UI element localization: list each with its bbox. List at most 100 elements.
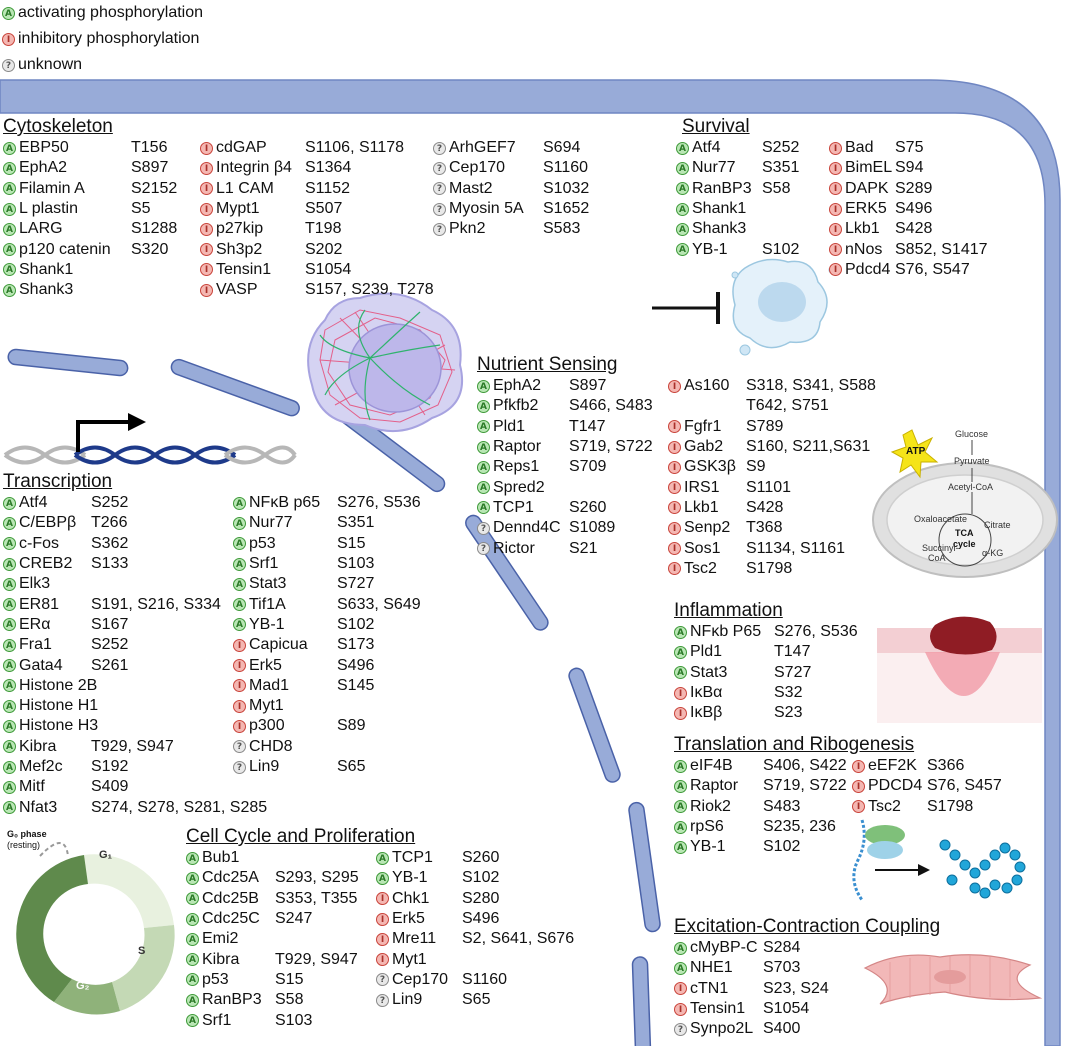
phospho-badge-icon: A bbox=[674, 840, 687, 854]
phospho-badge-icon: I bbox=[829, 161, 842, 175]
g2-label: G₂ bbox=[76, 980, 90, 992]
phospho-badge-icon: A bbox=[186, 892, 199, 906]
protein-name: p120 catenin bbox=[19, 240, 111, 258]
protein-name: Cep170 bbox=[392, 970, 449, 988]
protein-name: Histone H1 bbox=[19, 697, 99, 715]
phospho-sites: S76, S547 bbox=[895, 260, 970, 278]
protein-name: L plastin bbox=[19, 200, 78, 218]
legend-label: unknown bbox=[18, 56, 83, 73]
phospho-badge-icon: A bbox=[477, 460, 490, 474]
phospho-badge-icon: I bbox=[668, 481, 681, 495]
phospho-badge-icon: I bbox=[376, 932, 389, 946]
phospho-badge-icon: I bbox=[674, 686, 687, 700]
protein-name: Pkn2 bbox=[449, 220, 486, 238]
phospho-badge-icon: I bbox=[668, 521, 681, 535]
protein-name: Mad1 bbox=[249, 676, 290, 694]
phospho-sites: S23 bbox=[774, 704, 803, 722]
phospho-badge-icon: A bbox=[674, 800, 687, 814]
cycle-label: cycle bbox=[953, 539, 976, 549]
phospho-badge-icon: A bbox=[3, 222, 16, 236]
phospho-badge-icon: A bbox=[186, 851, 199, 865]
protein-name: Histone 2B bbox=[19, 676, 98, 694]
phospho-sites: S1798 bbox=[746, 559, 793, 577]
phospho-sites: S192 bbox=[91, 758, 129, 775]
protein-name: Sh3p2 bbox=[216, 240, 263, 258]
protein-name: RanBP3 bbox=[692, 179, 752, 197]
protein-name: Gata4 bbox=[19, 656, 63, 674]
phospho-sites: S202 bbox=[305, 240, 343, 258]
protein-name: NHE1 bbox=[690, 959, 733, 977]
protein-name: RanBP3 bbox=[202, 991, 262, 1009]
protein-name: Histone H3 bbox=[19, 717, 99, 735]
phospho-badge-icon: A bbox=[3, 740, 16, 754]
phospho-sites: S318, S341, S588 bbox=[746, 377, 876, 395]
m-label: M bbox=[47, 924, 57, 936]
protein-name: Fra1 bbox=[19, 636, 52, 654]
phospho-badge-icon: ? bbox=[376, 993, 389, 1007]
phospho-sites: S1288 bbox=[131, 220, 178, 238]
phospho-sites: S247 bbox=[275, 910, 313, 928]
protein-name: Srf1 bbox=[249, 555, 279, 573]
protein-name: Srf1 bbox=[202, 1011, 232, 1029]
protein-name: Dennd4C bbox=[493, 519, 561, 537]
translation-illustration bbox=[852, 819, 1026, 901]
protein-name: Cdc25C bbox=[202, 910, 260, 928]
protein-name: cTN1 bbox=[690, 979, 729, 997]
phospho-sites: S1160 bbox=[462, 970, 508, 988]
phospho-sites: S76, S457 bbox=[927, 777, 1002, 795]
phospho-badge-icon: I bbox=[829, 263, 842, 277]
phospho-sites: S284 bbox=[763, 939, 801, 957]
phospho-badge-icon: A bbox=[186, 932, 199, 946]
phospho-badge-icon: I bbox=[829, 202, 842, 216]
phospho-sites: S351 bbox=[337, 514, 375, 532]
phospho-badge-icon: I bbox=[668, 379, 681, 393]
protein-name: Tsc2 bbox=[684, 559, 717, 577]
protein-entry: T642, S751 bbox=[668, 396, 829, 416]
glucose-label: Glucose bbox=[955, 429, 989, 439]
phospho-sites: S366 bbox=[927, 757, 965, 775]
protein-name: Bad bbox=[845, 139, 874, 157]
protein-name: EphA2 bbox=[19, 159, 68, 177]
phospho-sites: T198 bbox=[305, 220, 342, 238]
phospho-badge-icon: I bbox=[200, 141, 213, 155]
phospho-sites: S9 bbox=[746, 458, 766, 476]
phospho-sites: T929, S947 bbox=[275, 950, 358, 968]
